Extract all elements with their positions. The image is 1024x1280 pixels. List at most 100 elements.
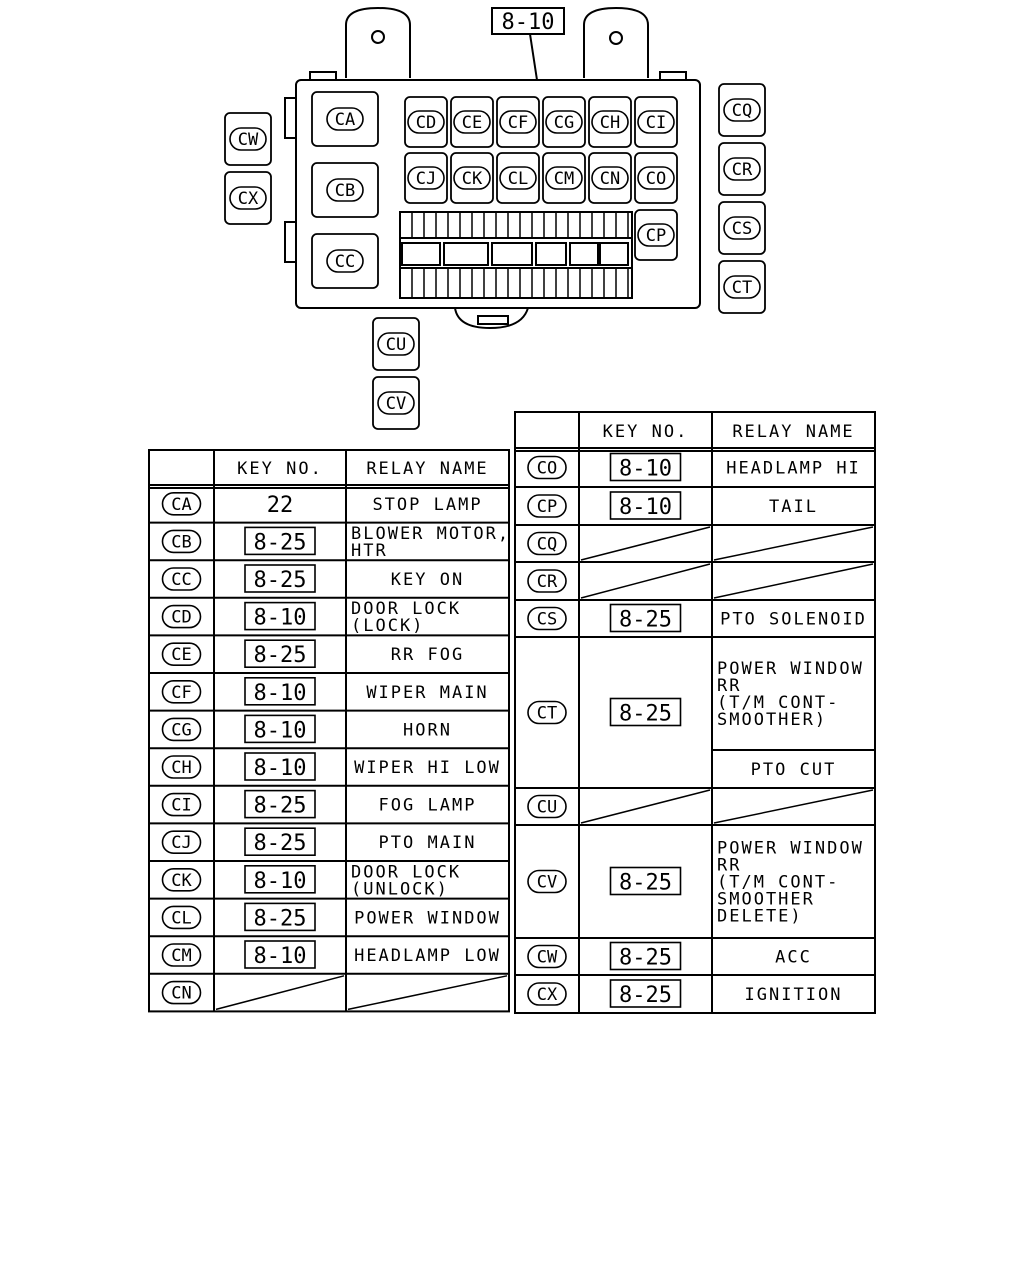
relay-code-oval [527, 606, 567, 631]
relay-box [311, 162, 379, 218]
relay-code: CQ [537, 535, 557, 555]
relay-code: CH [600, 113, 620, 133]
relay-name-line: RR FOG [391, 645, 464, 665]
relay-code-oval [161, 830, 202, 855]
relay-code-oval [161, 567, 202, 591]
relay-code-oval [326, 107, 364, 131]
relay-code-oval [545, 110, 583, 134]
relay-code-oval [527, 700, 567, 725]
relay-name-line: TAIL [769, 497, 818, 517]
relay-code-oval [377, 391, 415, 415]
relay-name-line: RR [717, 856, 741, 876]
relay-code: CE [171, 645, 191, 665]
key-box [609, 603, 682, 633]
relay-box [404, 152, 448, 204]
relay-box [450, 152, 494, 204]
relay-code: CT [732, 278, 752, 298]
relay-code: CI [171, 796, 191, 816]
empty-cell-slash [215, 975, 345, 1011]
relay-code-oval [161, 980, 202, 1005]
key-box [609, 491, 682, 520]
relay-code: CD [171, 608, 191, 628]
relay-code-oval [161, 604, 202, 629]
relay-code-oval [723, 157, 761, 181]
relay-name-line: POWER WINDOW [717, 659, 864, 679]
empty-cell-slash [580, 526, 711, 561]
key-number: 8-10 [254, 606, 307, 631]
fuse-slot-ticks [411, 212, 629, 298]
key-number: 8-25 [619, 871, 672, 896]
key-number: 8-25 [619, 608, 672, 633]
relay-box [718, 201, 766, 255]
relay-code: CO [646, 169, 666, 189]
empty-cell-slash [713, 789, 874, 824]
relay-code-oval [161, 867, 202, 892]
relay-code: CW [537, 948, 558, 968]
relay-code-oval [161, 792, 202, 817]
relay-name-line: POWER WINDOW [717, 839, 864, 859]
key-box [244, 827, 316, 857]
relay-code-oval [637, 110, 675, 134]
relay-code: CX [537, 985, 558, 1005]
relay-code-oval [161, 679, 202, 704]
key-box [244, 714, 316, 744]
key-number: 8-10 [254, 944, 307, 969]
relay-code: CK [462, 169, 483, 189]
relay-code-oval [527, 494, 567, 518]
relay-code: CL [508, 169, 528, 189]
relay-box [311, 91, 379, 147]
key-box [609, 697, 682, 727]
relay-code-oval [723, 216, 761, 240]
relay-code: CB [335, 181, 355, 201]
relay-box [372, 376, 420, 430]
key-number: 8-25 [619, 702, 672, 727]
key-number: 8-25 [619, 946, 672, 971]
empty-cell-slash [580, 789, 711, 824]
relay-code-oval [161, 905, 202, 930]
relay-code-oval [527, 531, 567, 556]
relay-name-line: WIPER MAIN [366, 683, 488, 703]
relay-code-oval [545, 166, 583, 190]
relay-positions: CACBCCCDCJCECKCFCLCGCMCHCNCICOCPCQCRCSCT… [224, 83, 766, 430]
key-number: 8-25 [254, 831, 307, 856]
key-box [609, 941, 682, 971]
header-key-no: KEY NO. [237, 459, 323, 479]
relay-box [542, 152, 586, 204]
relay-box [588, 152, 632, 204]
relay-code-oval [229, 186, 267, 210]
relay-code-oval [407, 110, 445, 134]
relay-code: CD [416, 113, 436, 133]
relay-name-line: WIPER HI LOW [354, 758, 501, 778]
relay-code-oval [161, 717, 202, 742]
relay-box [404, 96, 448, 148]
relay-code: CE [462, 113, 482, 133]
table-frame [514, 411, 876, 1014]
empty-cell-slash [713, 563, 874, 599]
relay-box [224, 171, 272, 225]
relay-code-oval [637, 223, 675, 247]
header-key-no: KEY NO. [603, 422, 689, 442]
relay-name-line: SMOOTHER) [717, 710, 827, 730]
relay-name-line: KEY ON [391, 570, 464, 590]
header-relay-name: RELAY NAME [366, 459, 488, 479]
key-box [609, 866, 682, 896]
relay-code-oval [453, 110, 491, 134]
relay-code: CJ [416, 169, 436, 189]
relay-code: CA [335, 110, 355, 130]
key-box [244, 789, 316, 819]
relay-box [634, 96, 678, 148]
key-number: 8-25 [254, 906, 307, 931]
relay-name-line: SMOOTHER [717, 890, 815, 910]
relay-name-line: HTR [351, 541, 388, 561]
relay-name-line: DOOR LOCK [351, 862, 461, 882]
key-box [244, 676, 316, 706]
relay-code-oval [326, 178, 364, 202]
key-box [244, 526, 316, 556]
relay-code: CR [732, 160, 753, 180]
relay-code: CU [537, 798, 557, 818]
relay-code: CG [171, 720, 191, 740]
relay-code: CC [171, 570, 191, 590]
relay-block-body [284, 6, 701, 330]
